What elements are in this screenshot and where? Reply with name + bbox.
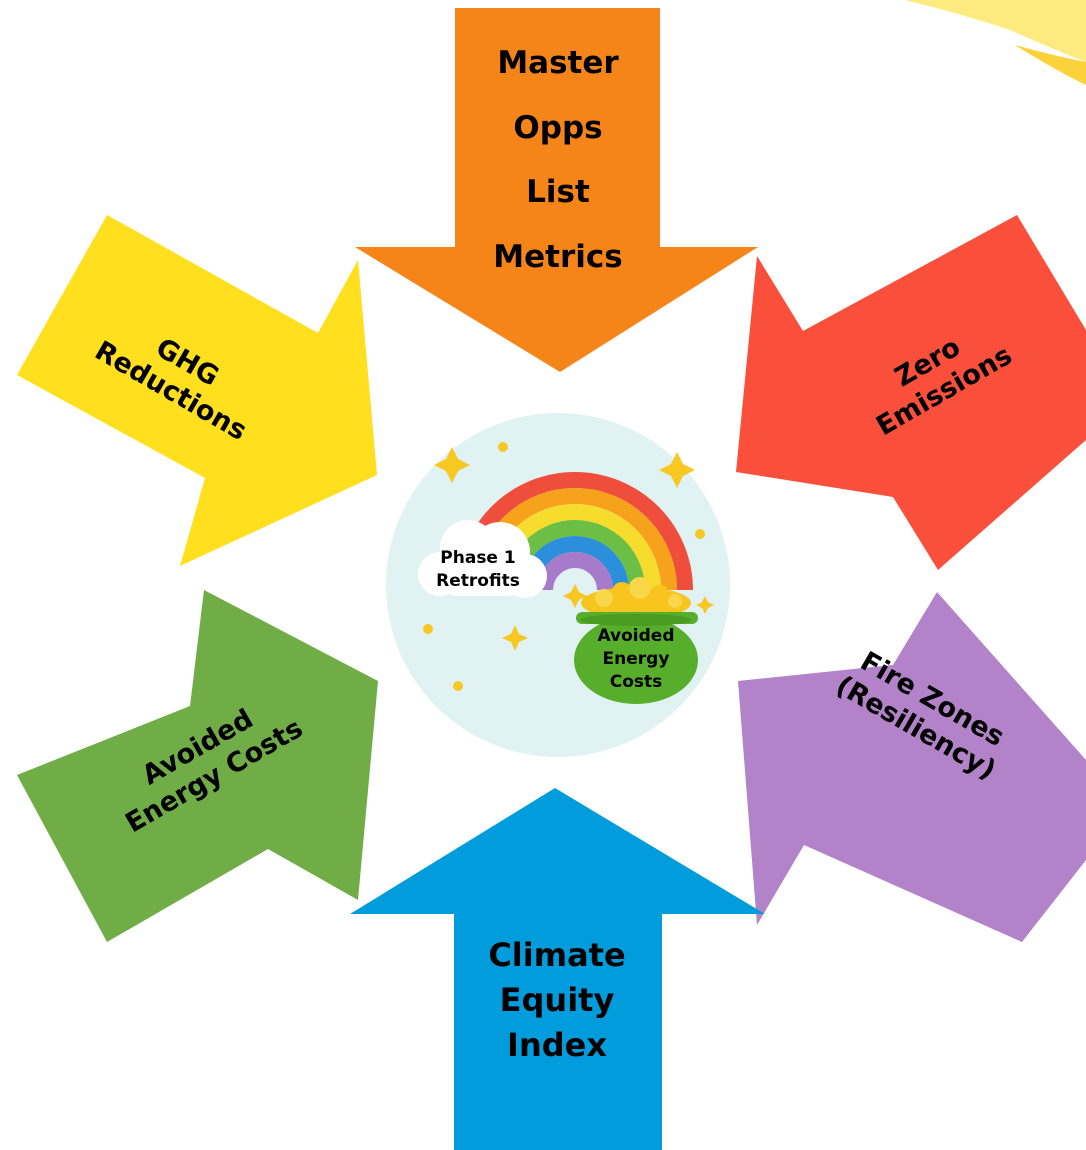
arrow-top: Master Opps List Metrics: [355, 8, 758, 372]
arrow-top-label-4: Metrics: [493, 239, 622, 275]
center-illustration: Phase 1 Retrofits Avoided Energy Costs: [386, 413, 730, 757]
arrow-upper-left-shape: [17, 215, 377, 566]
sparkle-icon: [423, 442, 714, 691]
arrow-lower-left: Avoided Energy Costs: [17, 590, 378, 942]
cloud-label-1: Phase 1: [440, 548, 515, 568]
arrow-bottom-label-3: Index: [507, 1026, 607, 1064]
arrow-lower-right-shape: [738, 592, 1086, 942]
arrow-bottom-label-2: Equity: [500, 981, 615, 1019]
arrow-upper-right-shape: [736, 215, 1086, 570]
arrow-bottom-label-1: Climate: [488, 936, 625, 974]
arrow-bottom: Climate Equity Index: [350, 788, 765, 1150]
arrow-top-label-3: List: [526, 174, 590, 210]
arrow-upper-right: Zero Emissions: [736, 215, 1086, 570]
arrow-top-label-1: Master: [497, 45, 619, 81]
pot-label-3: Costs: [610, 672, 663, 692]
arrow-lower-right: Fire Zones (Resiliency): [738, 592, 1086, 942]
arrow-top-shape: [355, 8, 758, 372]
arrow-top-label-2: Opps: [513, 110, 602, 146]
corner-swoosh-decoration: [905, 0, 1086, 85]
cloud-label-2: Retrofits: [436, 571, 520, 591]
arrow-upper-left: GHG Reductions: [17, 215, 377, 566]
pot-label-1: Avoided: [597, 626, 674, 646]
pot-of-gold-icon: [574, 577, 698, 704]
arrow-bottom-shape: [350, 788, 765, 1150]
cloud-icon: [418, 520, 547, 598]
arrow-lower-left-shape: [17, 590, 378, 942]
pot-label-2: Energy: [603, 649, 670, 669]
